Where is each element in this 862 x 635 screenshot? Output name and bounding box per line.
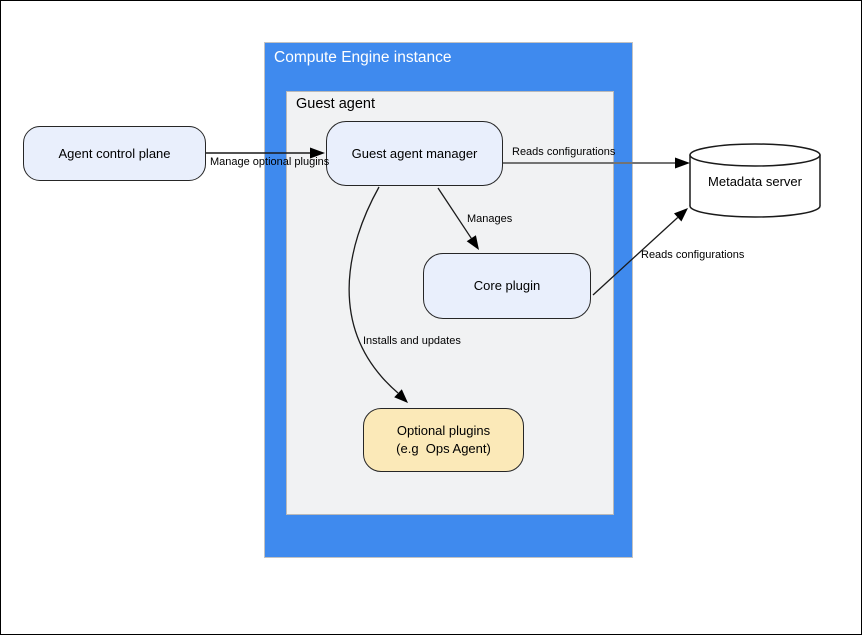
edge-label-manages: Manages	[467, 213, 513, 225]
node-core-plugin: Core plugin	[423, 253, 591, 319]
node-guest-agent-manager: Guest agent manager	[326, 121, 503, 186]
node-optional-plugins: Optional plugins (e.g Ops Agent)	[363, 408, 524, 472]
agent-control-plane-label: Agent control plane	[58, 145, 171, 161]
edge-label-reads-configurations-manager: Reads configurations	[512, 146, 616, 158]
node-agent-control-plane: Agent control plane	[23, 126, 206, 181]
core-plugin-label: Core plugin	[473, 278, 541, 293]
optional-plugins-label-line1: Optional plugins	[396, 423, 491, 438]
metadata-server-label: Metadata server	[708, 173, 802, 189]
optional-plugins-label-line2: (e.g Ops Agent)	[396, 441, 491, 456]
guest-agent-title: Guest agent	[296, 96, 375, 112]
edge-label-installs-and-updates: Installs and updates	[363, 335, 461, 347]
compute-engine-instance-title: Compute Engine instance	[274, 49, 452, 66]
edge-label-reads-configurations-core: Reads configurations	[641, 249, 745, 261]
edge-label-manage-optional-plugins: Manage optional plugins	[210, 156, 330, 168]
guest-agent-manager-label: Guest agent manager	[351, 145, 478, 161]
